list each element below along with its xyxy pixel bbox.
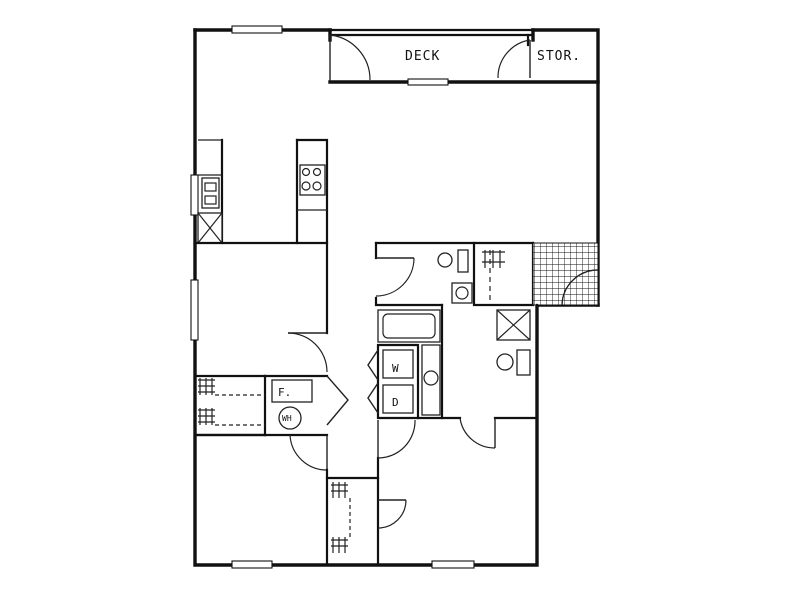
bedroom1-door <box>287 332 328 373</box>
bedroom2 <box>193 433 329 567</box>
utility-closet: F. WH <box>263 374 349 437</box>
hall-door-lower <box>289 434 328 471</box>
dryer-label: D <box>392 396 399 409</box>
windows <box>190 25 475 569</box>
bath2 <box>377 303 539 420</box>
deck-door <box>329 34 371 82</box>
kitchen <box>197 138 329 245</box>
bath1 <box>374 241 535 307</box>
bedroom1-wall <box>193 241 329 335</box>
sink <box>201 177 220 209</box>
water-heater <box>278 406 302 430</box>
water-heater-label: WH <box>282 414 292 423</box>
bath1-sink <box>437 252 453 268</box>
laundry: W D <box>367 343 441 420</box>
bathtub <box>377 309 441 343</box>
bath2-sink <box>496 353 514 371</box>
deck-label: DECK <box>405 49 440 64</box>
storage-label: STOR. <box>537 49 581 64</box>
hall-door-right <box>377 419 416 459</box>
furnace-label: F. <box>278 386 291 399</box>
bedroom1-closet <box>193 374 267 437</box>
bedroom3-upper-door <box>459 417 496 449</box>
storage-door <box>497 39 531 79</box>
bedroom3-door <box>377 499 407 529</box>
bedroom2-closet <box>325 476 380 567</box>
bath1-toilet <box>451 282 473 304</box>
washer-label: W <box>392 362 399 375</box>
furnace <box>271 379 313 403</box>
dryer <box>382 384 414 414</box>
deck-area: DECK STOR. <box>328 28 600 84</box>
washer <box>382 349 414 379</box>
entry-tile <box>532 242 599 306</box>
